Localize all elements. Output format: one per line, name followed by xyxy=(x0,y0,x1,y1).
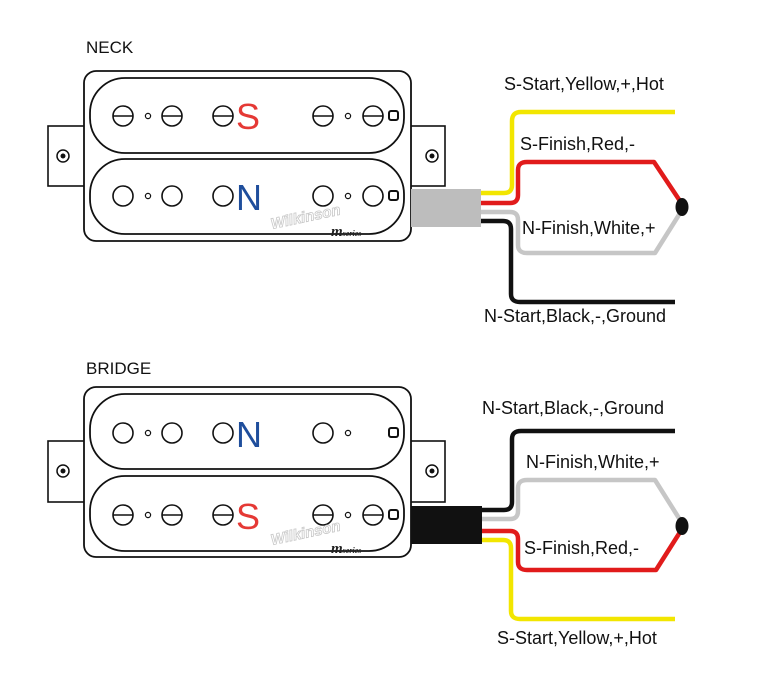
neck-black-wire xyxy=(481,218,675,305)
bridge-mseries-logo: mseries xyxy=(331,541,361,557)
bridge-black-wire xyxy=(482,428,675,513)
bridge-right-mount-ear xyxy=(408,440,446,503)
bridge-solder-joint xyxy=(675,517,689,535)
neck-mseries-logo: mseries xyxy=(331,224,361,240)
bridge-section-label: BRIDGE xyxy=(86,359,151,378)
neck-bottom-coil xyxy=(89,158,405,235)
bridge-red-wire xyxy=(482,527,684,573)
bridge-top-coil-poles xyxy=(112,422,399,444)
neck-bottom-coil-poles xyxy=(112,185,399,207)
bridge-left-mount-ear xyxy=(47,440,89,503)
bridge-red-wire-label: S-Finish,Red,- xyxy=(524,538,639,558)
neck-red-wire-label: S-Finish,Red,- xyxy=(520,134,635,154)
bridge-top-coil xyxy=(89,393,405,470)
bridge-right-screw-hole xyxy=(425,464,439,478)
bridge-south-pole-label: S xyxy=(236,496,260,537)
neck-yellow-wire-label: S-Start,Yellow,+,Hot xyxy=(504,74,664,94)
bridge-white-wire-label: N-Finish,White,+ xyxy=(526,452,660,472)
neck-left-mount-ear xyxy=(47,125,89,187)
neck-south-pole-label: S xyxy=(236,96,260,137)
bridge-yellow-wire-label: S-Start,Yellow,+,Hot xyxy=(497,628,657,648)
neck-black-wire-label: N-Start,Black,-,Ground xyxy=(484,306,666,326)
neck-white-wire xyxy=(481,208,684,256)
neck-yellow-wire xyxy=(481,109,675,196)
bridge-pickup: BRIDGE N xyxy=(47,359,689,648)
neck-top-coil xyxy=(89,77,405,154)
bridge-bottom-coil xyxy=(89,475,405,552)
neck-right-mount-ear xyxy=(408,125,446,187)
neck-north-pole-label: N xyxy=(236,177,262,218)
bridge-white-wire xyxy=(482,477,684,525)
bridge-yellow-wire xyxy=(482,537,675,622)
neck-white-wire-label: N-Finish,White,+ xyxy=(522,218,656,238)
neck-section-label: NECK xyxy=(86,38,134,57)
bridge-left-screw-hole xyxy=(56,464,70,478)
neck-solder-joint xyxy=(675,198,689,216)
neck-cable-jacket xyxy=(411,189,481,227)
bridge-black-wire-label: N-Start,Black,-,Ground xyxy=(482,398,664,418)
bridge-north-pole-label: N xyxy=(236,414,262,455)
bridge-cable-jacket xyxy=(411,506,482,544)
neck-red-wire xyxy=(481,159,684,206)
neck-top-coil-screws xyxy=(112,105,399,127)
neck-left-screw-hole xyxy=(56,149,70,163)
neck-right-screw-hole xyxy=(425,149,439,163)
neck-pickup: NECK S xyxy=(47,38,689,326)
bridge-bottom-coil-screws xyxy=(112,504,399,526)
